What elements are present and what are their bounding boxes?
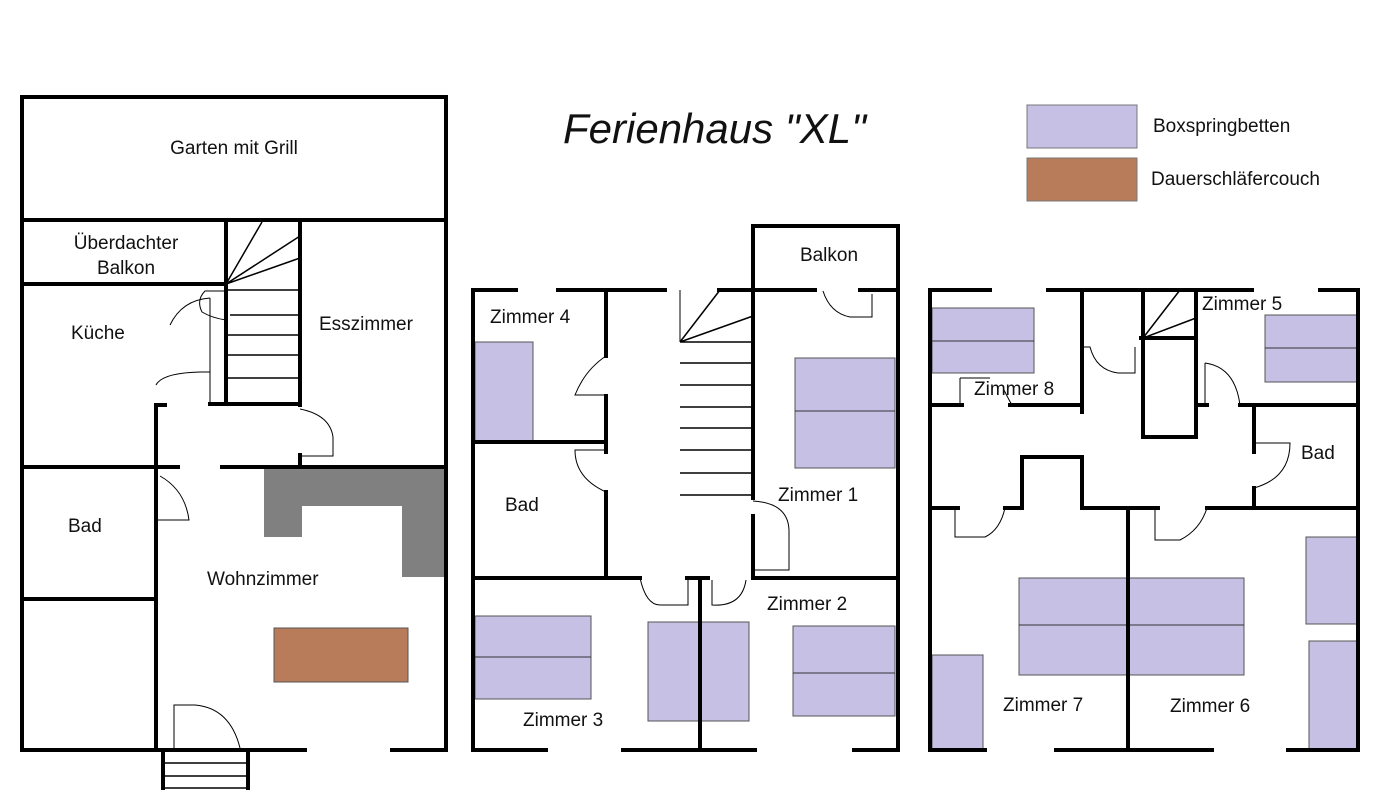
sofa-bed: [273, 627, 409, 683]
bed: [1018, 577, 1245, 676]
ground-floor: Garten mit Grill Überdachter Balkon Küch…: [20, 95, 448, 790]
label-room8: Zimmer 8: [974, 379, 1054, 400]
label-covered-balcony-1: Überdachter: [74, 233, 179, 254]
label-bath: Bad: [505, 495, 539, 516]
bed: [1305, 536, 1358, 625]
label-balcony: Balkon: [800, 245, 858, 266]
second-floor: Zimmer 5 Zimmer 8 Bad Zimmer 7 Zimmer 6: [928, 288, 1360, 752]
label-room1: Zimmer 1: [778, 485, 858, 506]
plan-title: Ferienhaus "XL": [563, 105, 868, 152]
legend-swatch-couch: [1026, 157, 1138, 202]
label-room6: Zimmer 6: [1170, 696, 1250, 717]
label-kitchen: Küche: [71, 323, 125, 344]
label-room7: Zimmer 7: [1003, 695, 1083, 716]
label-room4: Zimmer 4: [490, 307, 571, 328]
label-living: Wohnzimmer: [207, 569, 319, 590]
label-dining: Esszimmer: [319, 314, 414, 335]
first-floor: Balkon Zimmer 4 Bad Zimmer 1 Zimmer 2 Zi…: [471, 224, 900, 752]
chimney: [264, 469, 446, 577]
label-bath: Bad: [1301, 443, 1335, 464]
label-room2: Zimmer 2: [767, 594, 847, 615]
legend-label-couch: Dauerschläfercouch: [1151, 169, 1320, 190]
bed: [794, 357, 896, 469]
legend-swatch-bed: [1026, 104, 1138, 149]
label-bath: Bad: [68, 516, 102, 537]
label-room5: Zimmer 5: [1202, 294, 1282, 315]
label-room3: Zimmer 3: [523, 710, 603, 731]
label-covered-balcony-2: Balkon: [97, 258, 155, 279]
bed: [474, 341, 534, 443]
bed: [931, 654, 984, 750]
legend-label-bed: Boxspringbetten: [1153, 116, 1290, 137]
bed: [792, 625, 896, 717]
bed: [1308, 640, 1358, 750]
label-garden: Garten mit Grill: [170, 138, 298, 159]
